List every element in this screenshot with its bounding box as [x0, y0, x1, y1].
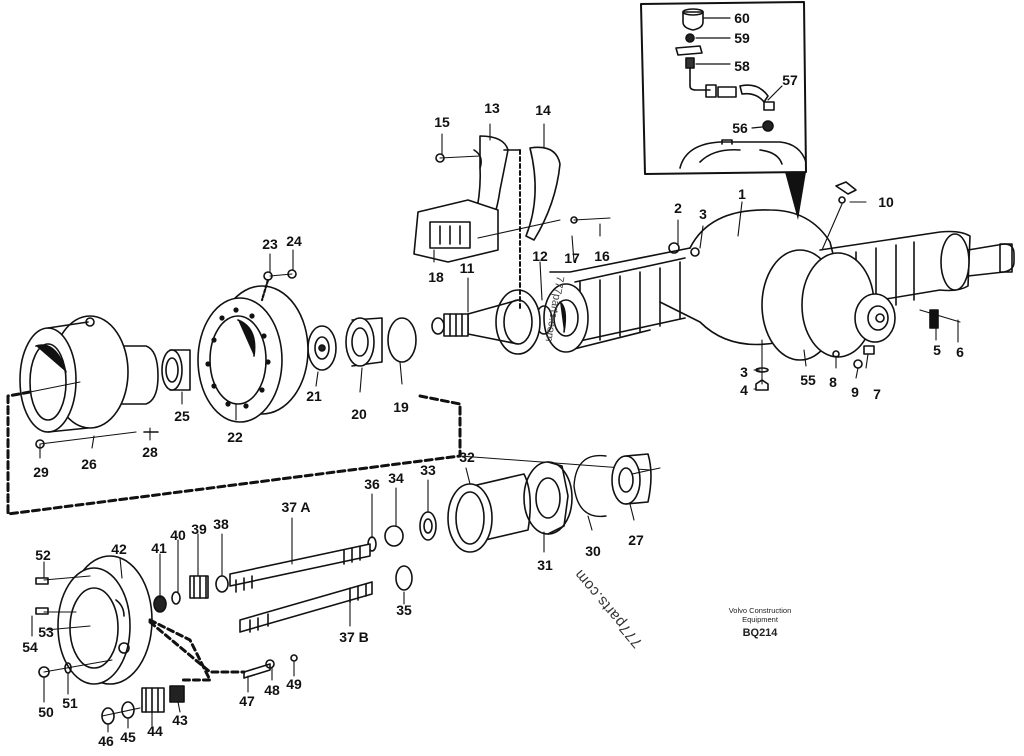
callout-11: 11: [459, 260, 475, 276]
callout-51: 51: [62, 695, 78, 711]
callout-41: 41: [151, 540, 167, 556]
callout-15: 15: [434, 114, 450, 130]
shafts: [229, 543, 373, 633]
callout-29: 29: [33, 464, 49, 480]
callout-13: 13: [484, 100, 500, 116]
callout-25: 25: [174, 408, 190, 424]
callout-31: 31: [537, 557, 553, 573]
bearings-group: [307, 317, 417, 371]
callout-12: 12: [532, 248, 548, 264]
callout-28: 28: [142, 444, 158, 460]
callout-23: 23: [262, 236, 278, 252]
callout-19: 19: [393, 399, 409, 415]
publisher-line-2: Equipment: [742, 615, 778, 624]
axle-housing: [431, 209, 1015, 361]
callout-37A: 37 A: [281, 499, 311, 515]
callout-36: 36: [364, 476, 380, 492]
callout-60: 60: [734, 10, 750, 26]
callout-2: 2: [674, 200, 682, 216]
callout-8: 8: [829, 374, 837, 390]
callout-44: 44: [147, 723, 163, 739]
callout-5: 5: [933, 342, 941, 358]
callout-54: 54: [22, 639, 38, 655]
callout-58: 58: [734, 58, 750, 74]
callout-40: 40: [170, 527, 186, 543]
brake-caliper: [413, 135, 561, 311]
callout-37B: 37 B: [339, 629, 369, 645]
assembly-dashed-path: [6, 390, 462, 516]
inset-leaders: [695, 17, 783, 129]
callout-26: 26: [81, 456, 97, 472]
callout-32: 32: [459, 449, 475, 465]
callout-43: 43: [172, 712, 188, 728]
callout-3-bottom: 3: [740, 364, 748, 380]
drawing-code: BQ214: [742, 627, 778, 639]
callout-57: 57: [782, 72, 798, 88]
breather-inset: [640, 1, 807, 220]
callout-17: 17: [564, 250, 580, 266]
callout-52: 52: [35, 547, 51, 563]
callout-20: 20: [351, 406, 367, 422]
brake-disc: [197, 285, 309, 423]
callout-30: 30: [585, 543, 601, 559]
callout-39: 39: [191, 521, 207, 537]
callout-34: 34: [388, 470, 404, 486]
callout-33: 33: [420, 462, 436, 478]
callout-7: 7: [873, 386, 881, 402]
callout-6: 6: [956, 344, 964, 360]
callout-45: 45: [120, 729, 136, 745]
bearing-25: [161, 349, 191, 391]
callout-9: 9: [851, 384, 859, 400]
callout-50: 50: [38, 704, 54, 720]
callout-10: 10: [878, 194, 894, 210]
callout-49: 49: [286, 676, 302, 692]
callout-59: 59: [734, 30, 750, 46]
publisher-line-1: Volvo Construction: [728, 606, 792, 615]
planet-carrier: [35, 555, 298, 725]
drawing-caption: Volvo Construction Equipment BQ214: [700, 606, 820, 639]
callout-24: 24: [286, 233, 302, 249]
callout-46: 46: [98, 733, 114, 749]
callout-56: 56: [732, 120, 748, 136]
callout-4: 4: [740, 382, 748, 398]
callout-3-top: 3: [699, 206, 707, 222]
callout-47: 47: [239, 693, 255, 709]
callout-18: 18: [428, 269, 444, 285]
callout-53: 53: [38, 624, 54, 640]
callout-21: 21: [306, 388, 322, 404]
callout-22: 22: [227, 429, 243, 445]
callout-38: 38: [213, 516, 229, 532]
callout-42: 42: [111, 541, 127, 557]
callout-48: 48: [264, 682, 280, 698]
callout-55: 55: [800, 372, 816, 388]
wheel-hub: [19, 315, 159, 433]
planetary-ring-group: [367, 453, 652, 591]
callout-35: 35: [396, 602, 412, 618]
leader-lines: [31, 123, 961, 733]
callout-1: 1: [738, 186, 746, 202]
callout-16: 16: [594, 248, 610, 264]
callout-27: 27: [628, 532, 644, 548]
callout-14: 14: [535, 102, 551, 118]
